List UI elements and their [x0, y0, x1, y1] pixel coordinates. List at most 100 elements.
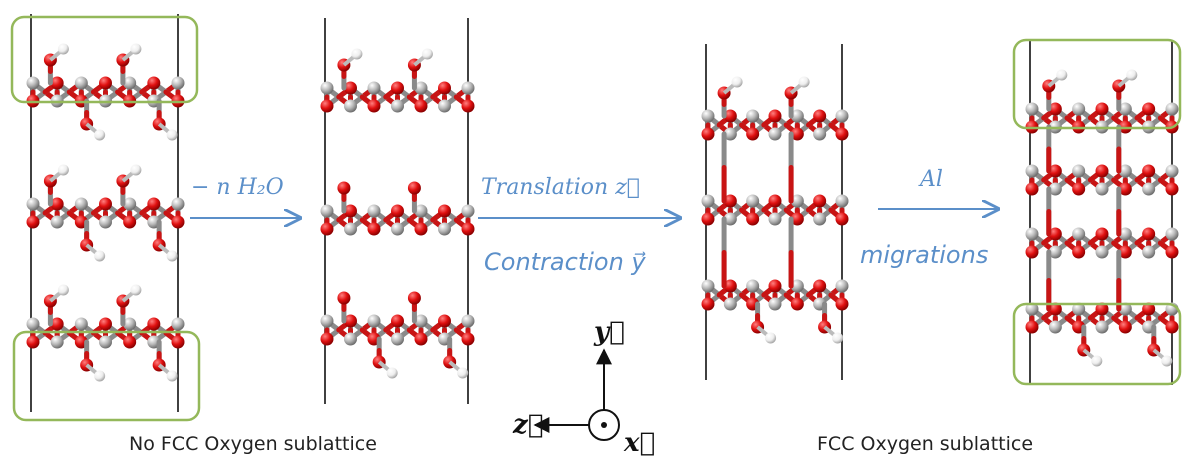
oxygen-atom	[701, 297, 715, 311]
oxygen-atom	[1118, 245, 1132, 259]
oxygen-atom	[407, 291, 421, 305]
caption-right: FCC Oxygen sublattice	[817, 433, 1033, 455]
aluminium-atom	[1142, 245, 1156, 259]
hydrogen-atom	[1161, 355, 1173, 367]
aluminium-atom	[1025, 302, 1039, 316]
oxygen-atom	[1025, 182, 1039, 196]
aluminium-atom	[344, 332, 357, 346]
aluminium-atom	[367, 314, 381, 328]
aluminium-atom	[1118, 102, 1132, 116]
contraction-label: Contraction y⃗	[484, 248, 646, 276]
y-axis-label: y⃗	[593, 317, 625, 347]
aluminium-atom	[1048, 182, 1062, 196]
aluminium-atom	[391, 332, 404, 346]
aluminium-atom	[768, 297, 782, 311]
aluminium-atom	[171, 317, 185, 331]
oxygen-atom	[414, 99, 428, 113]
axis-triad: y⃗ z⃗ x⃗	[512, 317, 655, 456]
oxygen-atom	[391, 204, 404, 218]
oxygen-atom	[813, 109, 827, 123]
aluminium-atom	[746, 194, 760, 208]
aluminium-atom	[26, 76, 40, 90]
hydrogen-atom	[386, 367, 398, 379]
aluminium-atom	[1072, 302, 1086, 316]
dehydration-label: − n H₂O	[191, 175, 284, 200]
oxygen-atom	[835, 297, 849, 311]
oxygen-atom	[1165, 320, 1179, 334]
oxygen-atom	[835, 127, 849, 141]
oxygen-atom	[344, 314, 357, 328]
oxygen-atom	[790, 297, 804, 311]
oxygen-atom	[344, 204, 357, 218]
highlight-box-top-right	[1012, 38, 1182, 130]
aluminium-atom	[1048, 245, 1062, 259]
aluminium-atom	[1142, 182, 1156, 196]
oxygen-atom	[147, 197, 161, 211]
hydrogen-atom	[166, 129, 178, 141]
oxygen-atom	[407, 181, 421, 195]
aluminium-atom	[74, 317, 88, 331]
aluminium-atom	[746, 279, 760, 293]
oxygen-atom	[147, 76, 161, 90]
hydrogen-atom	[57, 164, 69, 176]
hydrogen-atom	[1126, 69, 1138, 81]
aluminium-atom	[461, 81, 475, 95]
aluminium-atom	[391, 222, 404, 236]
oxygen-atom	[1142, 302, 1156, 316]
oxygen-atom	[1142, 164, 1156, 178]
aluminium-atom	[461, 204, 475, 218]
aluminium-atom	[835, 109, 849, 123]
oxygen-atom	[746, 127, 760, 141]
oxygen-atom	[461, 99, 475, 113]
aluminium-atom	[1072, 164, 1086, 178]
structure-panel-dehydrated	[320, 18, 475, 404]
hydrogen-atom	[351, 48, 363, 60]
oxygen-atom	[768, 109, 782, 123]
oxygen-atom	[438, 81, 451, 95]
hydrogen-atom	[166, 250, 178, 262]
aluminium-atom	[461, 314, 475, 328]
aluminium-atom	[790, 279, 804, 293]
oxygen-atom	[1142, 102, 1156, 116]
hydrogen-atom	[57, 43, 69, 55]
oxygen-atom	[1095, 164, 1109, 178]
aluminium-atom	[1095, 245, 1109, 259]
aluminium-atom	[367, 204, 381, 218]
structure-panel-alumina	[1025, 40, 1179, 385]
hydrogen-atom	[130, 43, 142, 55]
aluminium-atom	[26, 317, 40, 331]
oxygen-atom	[50, 197, 64, 211]
oxygen-atom	[438, 204, 451, 218]
aluminium-atom	[1118, 164, 1132, 178]
aluminium-atom	[50, 215, 64, 229]
aluminium-atom	[414, 314, 428, 328]
oxygen-atom	[461, 222, 475, 236]
oxygen-atom	[723, 279, 737, 293]
oxygen-atom	[723, 109, 737, 123]
aluminium-atom	[1025, 227, 1039, 241]
hydrogen-atom	[798, 76, 810, 88]
oxygen-atom	[701, 212, 715, 226]
z-axis-label: z⃗	[512, 410, 543, 440]
hydrogen-atom	[166, 370, 178, 382]
aluminium-atom	[320, 314, 334, 328]
aluminium-atom	[26, 197, 40, 211]
aluminium-atom	[344, 222, 357, 236]
oxygen-atom	[746, 212, 760, 226]
oxygen-atom	[1165, 245, 1179, 259]
aluminium-atom	[320, 204, 334, 218]
hydrogen-atom	[94, 129, 106, 141]
oxygen-atom	[1095, 102, 1109, 116]
oxygen-atom	[768, 194, 782, 208]
aluminium-atom	[171, 76, 185, 90]
hydrogen-atom	[457, 367, 469, 379]
oxygen-atom	[723, 194, 737, 208]
oxygen-atom	[26, 215, 40, 229]
oxygen-atom	[344, 81, 357, 95]
hydrogen-atom	[94, 250, 106, 262]
aluminium-atom	[99, 335, 112, 349]
aluminium-atom	[1118, 302, 1132, 316]
oxygen-atom	[123, 215, 137, 229]
aluminium-atom	[438, 222, 451, 236]
oxygen-atom	[337, 181, 351, 195]
